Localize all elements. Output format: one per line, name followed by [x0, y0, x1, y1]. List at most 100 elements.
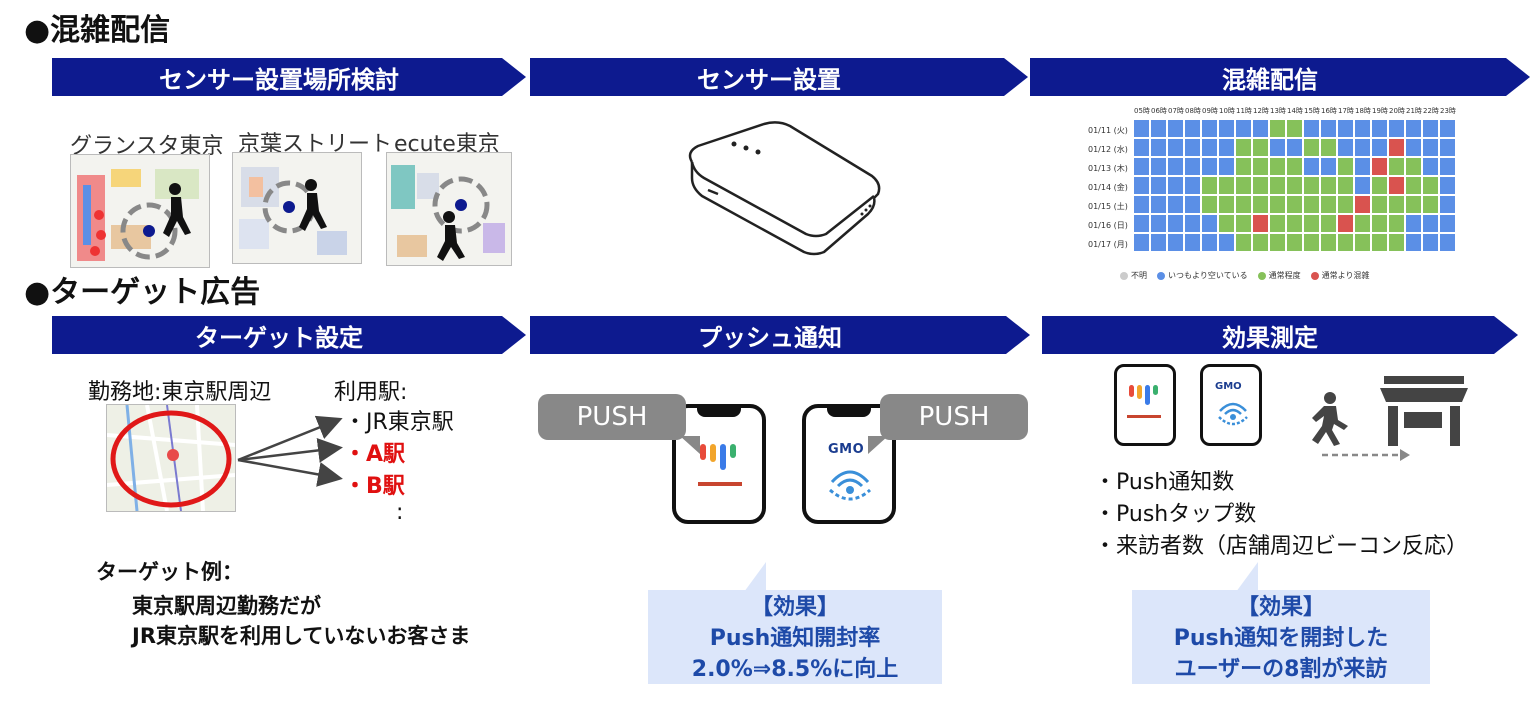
heatmap-cell: [1219, 177, 1234, 194]
heatmap-cell: [1236, 215, 1251, 232]
heatmap-cell: [1134, 215, 1149, 232]
heatmap-day-label: 01/11 (火): [1088, 126, 1128, 135]
heatmap-cell: [1406, 215, 1421, 232]
heatmap-cell: [1270, 234, 1285, 251]
heatmap-hour-label: 21時: [1406, 107, 1422, 115]
heatmap-cell: [1321, 196, 1336, 213]
heatmap-cell: [1406, 158, 1421, 175]
heatmap-cell: [1389, 139, 1404, 156]
heatmap-cell: [1440, 120, 1455, 137]
heatmap-cell: [1151, 215, 1166, 232]
heatmap-cell: [1287, 196, 1302, 213]
measure-effect-callout: 【効果】 Push通知を開封した ユーザーの8割が来訪: [1132, 590, 1430, 684]
heatmap-cell: [1423, 234, 1438, 251]
heatmap-cell: [1321, 158, 1336, 175]
heatmap-hour-label: 12時: [1253, 107, 1269, 115]
section-title-target-ad: ●ターゲット広告: [24, 275, 261, 310]
heatmap-cell: [1423, 158, 1438, 175]
station-b: ・B駅: [344, 474, 405, 499]
heatmap-cell: [1253, 158, 1268, 175]
heatmap-cell: [1253, 139, 1268, 156]
heatmap-cell: [1321, 234, 1336, 251]
heatmap-hour-label: 10時: [1219, 107, 1235, 115]
heatmap-cell: [1287, 120, 1302, 137]
heatmap-cell: [1168, 196, 1183, 213]
heatmap-hour-label: 14時: [1287, 107, 1303, 115]
heatmap-cell: [1185, 158, 1200, 175]
heatmap-cell: [1134, 120, 1149, 137]
heatmap-cell: [1134, 158, 1149, 175]
heatmap-cell: [1236, 177, 1251, 194]
measure-item-visitors: ・来訪者数（店舗周辺ビーコン反応）: [1094, 534, 1469, 559]
heatmap-cell: [1134, 177, 1149, 194]
heatmap-hour-label: 07時: [1168, 107, 1184, 115]
heatmap-cell: [1219, 120, 1234, 137]
target-example-line2: JR東京駅を利用していないお客さま: [132, 624, 471, 648]
heatmap-cell: [1440, 196, 1455, 213]
heatmap-cell: [1270, 196, 1285, 213]
legend-dot-icon: [1310, 271, 1319, 280]
heatmap-cell: [1440, 158, 1455, 175]
heatmap-cell: [1304, 215, 1319, 232]
heatmap-hour-label: 08時: [1185, 107, 1201, 115]
step-congestion-delivery: 混雑配信: [1030, 58, 1530, 96]
heatmap-hour-label: 09時: [1202, 107, 1218, 115]
step-push-notification: プッシュ通知: [530, 316, 1030, 354]
heatmap-cell: [1304, 234, 1319, 251]
heatmap-cell: [1372, 177, 1387, 194]
heatmap-cell: [1355, 215, 1370, 232]
heatmap-cell: [1372, 196, 1387, 213]
phone-right-notch: [827, 408, 871, 417]
heatmap-legend-label: 不明: [1131, 271, 1147, 280]
heatmap-cell: [1372, 158, 1387, 175]
heatmap-hour-label: 13時: [1270, 107, 1286, 115]
heatmap-cell: [1440, 234, 1455, 251]
heatmap-cell: [1151, 177, 1166, 194]
heatmap-cell: [1287, 215, 1302, 232]
heatmap-cell: [1168, 234, 1183, 251]
map-keiyo-graphic: [239, 167, 347, 255]
heatmap-cell: [1270, 158, 1285, 175]
step-target-setting: ターゲット設定: [52, 316, 526, 354]
heatmap-cell: [1338, 120, 1353, 137]
heatmap-cell: [1287, 158, 1302, 175]
heatmap-hour-label: 22時: [1423, 107, 1439, 115]
heatmap-cell: [1321, 139, 1336, 156]
heatmap-cell: [1287, 234, 1302, 251]
push-badge-right: PUSH: [880, 394, 1028, 440]
target-example-line1: 東京駅周辺勤務だが: [132, 594, 321, 618]
heatmap-cell: [1185, 177, 1200, 194]
tokyo-station-map: [106, 404, 236, 512]
heatmap-cell: [1338, 158, 1353, 175]
heatmap-cell: [1270, 120, 1285, 137]
heatmap-cell: [1338, 139, 1353, 156]
heatmap-cell: [1304, 177, 1319, 194]
section-title-congestion: ●混雑配信: [24, 13, 171, 48]
map-keiyo: [232, 152, 362, 264]
measure-callout-tail: [1236, 562, 1258, 592]
map-gransta-graphic: [77, 169, 199, 261]
heatmap-cell: [1151, 158, 1166, 175]
heatmap-cell: [1185, 215, 1200, 232]
app-logo-icon: [698, 444, 742, 486]
heatmap-day-label: 01/17 (月): [1088, 240, 1128, 249]
push-effect-line2: 2.0%⇒8.5%に向上: [691, 657, 899, 682]
heatmap-cell: [1168, 139, 1183, 156]
heatmap-cell: [1219, 196, 1234, 213]
heatmap-cell: [1304, 158, 1319, 175]
measure-item-tap-count: ・Pushタップ数: [1094, 502, 1257, 527]
heatmap-cell: [1389, 158, 1404, 175]
heatmap-cell: [1219, 139, 1234, 156]
legend-dot-icon: [1157, 271, 1165, 280]
phone-left-notch: [697, 408, 741, 417]
heatmap-cell: [1440, 215, 1455, 232]
station-arrows: [237, 415, 343, 487]
heatmap-cell: [1355, 177, 1370, 194]
push-badge-right-tail: [868, 436, 888, 454]
heatmap-day-label: 01/14 (金): [1088, 183, 1128, 192]
heatmap-legend-label: 通常程度: [1268, 271, 1301, 280]
tokyo-station-map-graphic: [107, 405, 235, 511]
heatmap-cell: [1389, 177, 1404, 194]
heatmap-day-label: 01/12 (水): [1088, 145, 1128, 154]
step-effect-measurement: 効果測定: [1042, 316, 1518, 354]
